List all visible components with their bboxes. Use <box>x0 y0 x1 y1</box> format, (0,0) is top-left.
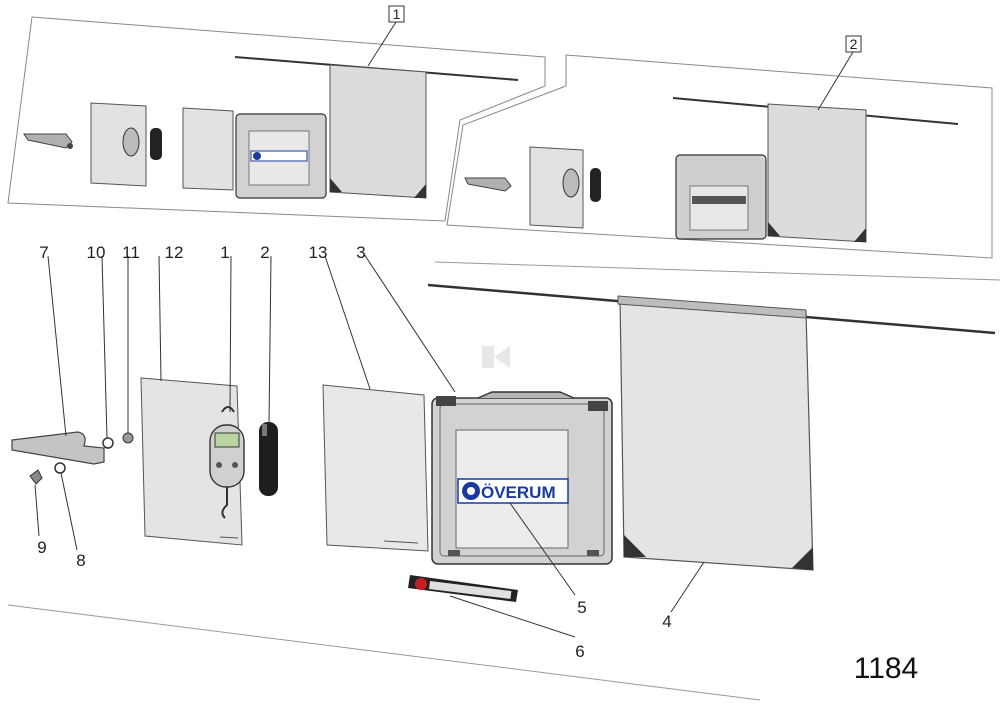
main-exploded-view: ÖVERUM <box>7 243 1000 701</box>
screw <box>29 469 43 485</box>
inset-panel-2: 2 <box>446 35 993 259</box>
part-label-10: 10 <box>87 243 106 262</box>
bracket-arm <box>11 431 105 465</box>
inset-label-2: 2 <box>850 36 858 52</box>
inset-label-1: 1 <box>393 6 401 22</box>
part-label-7: 7 <box>39 243 48 262</box>
part-label-4: 4 <box>662 612 671 631</box>
logo-sticker <box>408 575 518 602</box>
display-board <box>619 297 814 571</box>
small-washer <box>54 462 66 474</box>
part-label-6: 6 <box>575 642 584 661</box>
digital-scale <box>209 406 245 519</box>
part-label-13: 13 <box>309 243 328 262</box>
carry-case: ÖVERUM <box>431 391 613 565</box>
part-label-1: 1 <box>220 243 229 262</box>
mounting-board <box>140 377 243 546</box>
part-label-5: 5 <box>577 598 586 617</box>
case-brand-logo: ÖVERUM <box>481 483 556 502</box>
part-label-9: 9 <box>37 538 46 557</box>
battery <box>259 422 278 496</box>
part-label-11: 11 <box>122 243 140 262</box>
washer <box>102 437 114 449</box>
part-label-2: 2 <box>260 243 269 262</box>
nut <box>122 432 134 444</box>
figure-number: 1184 <box>854 652 919 685</box>
part-label-8: 8 <box>76 551 85 570</box>
part-label-3: 3 <box>356 243 365 262</box>
protective-sheet <box>322 384 429 552</box>
part-label-12: 12 <box>165 243 184 262</box>
inset-panel-1: 1 <box>7 5 546 222</box>
